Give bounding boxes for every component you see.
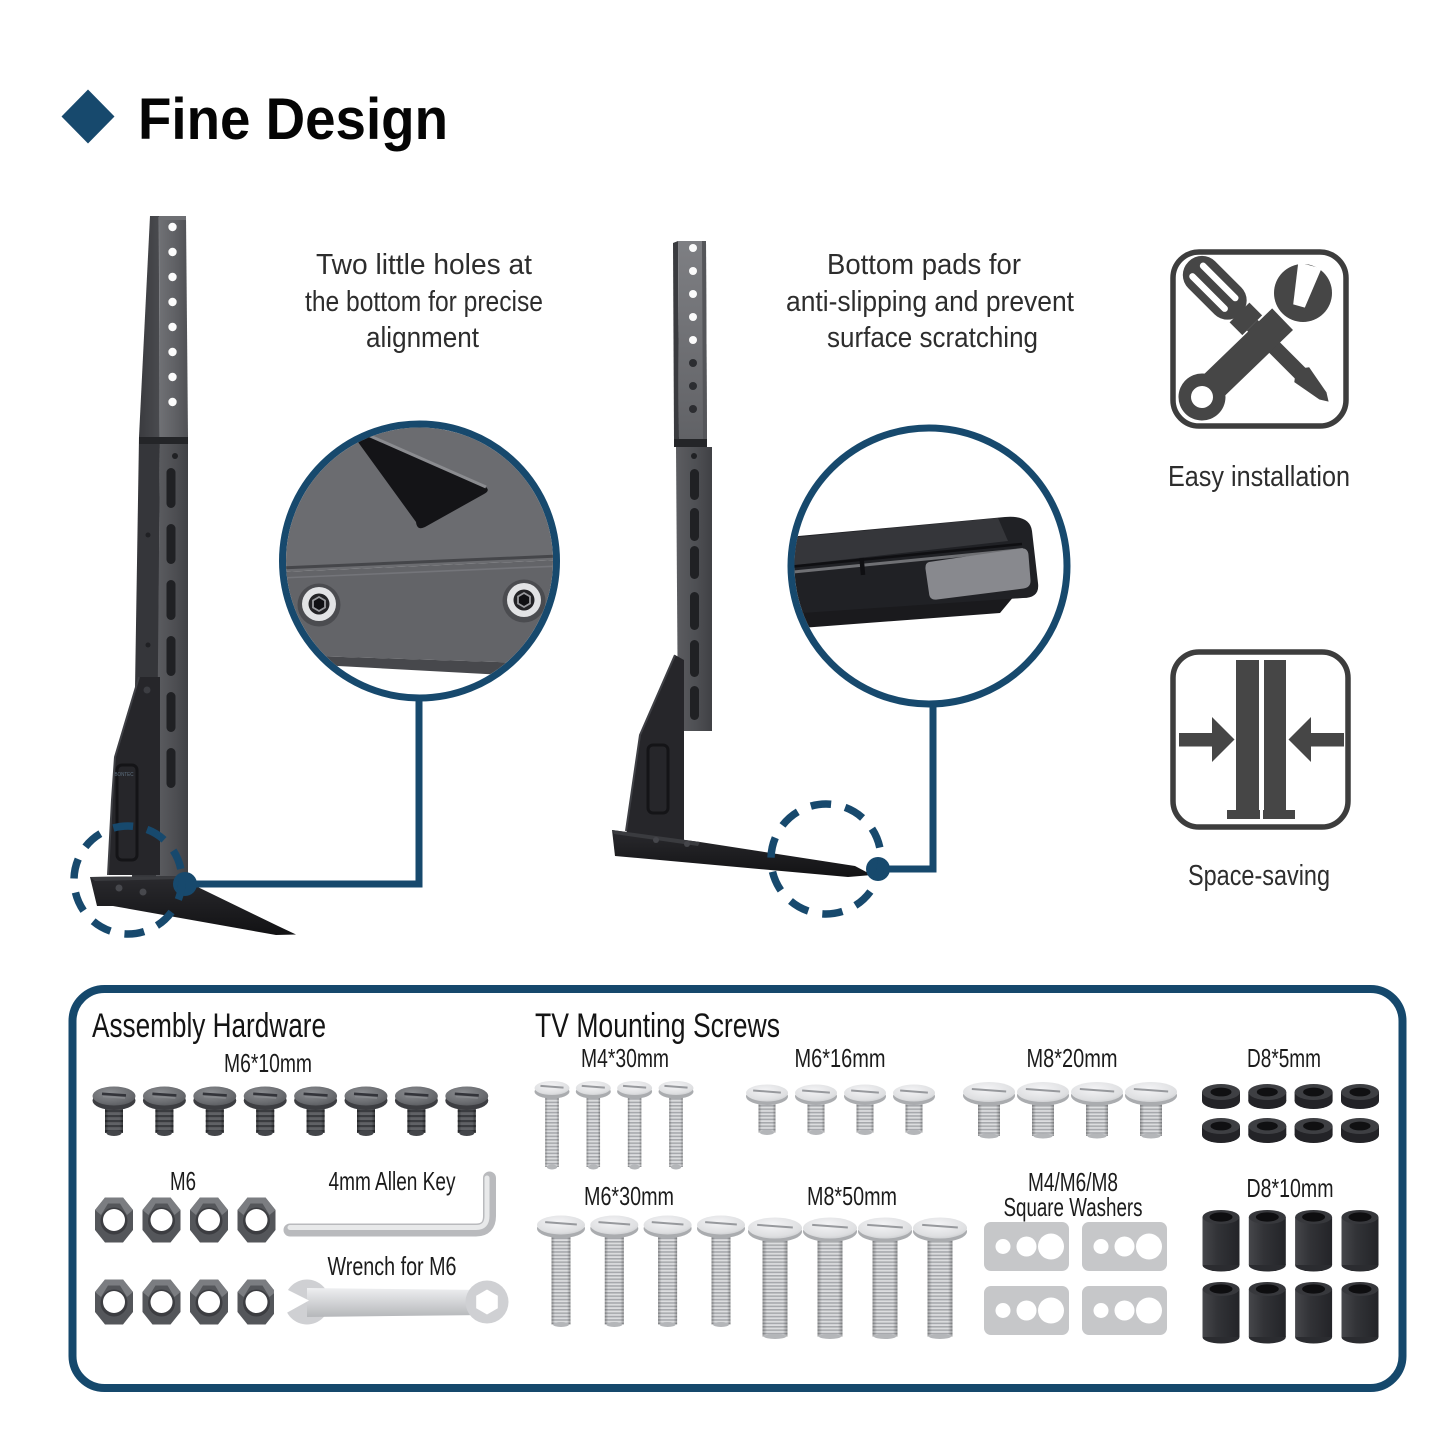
- svg-text:Fine Design: Fine Design: [138, 87, 448, 152]
- svg-text:M4*30mm: M4*30mm: [581, 1043, 669, 1073]
- svg-text:Space-saving: Space-saving: [1188, 860, 1330, 892]
- svg-text:Assembly Hardware: Assembly Hardware: [92, 1007, 326, 1045]
- svg-text:M6*16mm: M6*16mm: [795, 1043, 886, 1073]
- svg-text:the bottom for precise: the bottom for precise: [305, 286, 543, 318]
- svg-text:TV Mounting Screws: TV Mounting Screws: [535, 1007, 780, 1045]
- svg-text:M8*50mm: M8*50mm: [807, 1181, 897, 1211]
- svg-text:M4/M6/M8: M4/M6/M8: [1028, 1167, 1118, 1197]
- svg-text:BONTEC: BONTEC: [115, 772, 134, 778]
- svg-text:D8*5mm: D8*5mm: [1247, 1043, 1321, 1073]
- svg-text:M8*20mm: M8*20mm: [1027, 1043, 1118, 1073]
- svg-text:M6*10mm: M6*10mm: [224, 1048, 312, 1078]
- svg-text:Wrench for M6: Wrench for M6: [328, 1251, 457, 1281]
- svg-text:M6: M6: [170, 1166, 196, 1196]
- svg-text:surface scratching: surface scratching: [827, 322, 1038, 354]
- svg-text:Two little holes at: Two little holes at: [316, 249, 532, 281]
- svg-text:alignment: alignment: [366, 322, 479, 354]
- svg-text:anti-slipping and prevent: anti-slipping and prevent: [786, 286, 1074, 318]
- svg-text:4mm Allen Key: 4mm Allen Key: [329, 1166, 456, 1196]
- svg-text:Square Washers: Square Washers: [1004, 1192, 1143, 1222]
- svg-text:D8*10mm: D8*10mm: [1247, 1173, 1334, 1203]
- svg-text:M6*30mm: M6*30mm: [584, 1181, 674, 1211]
- svg-text:Easy installation: Easy installation: [1168, 461, 1350, 493]
- svg-text:Bottom pads for: Bottom pads for: [827, 249, 1021, 281]
